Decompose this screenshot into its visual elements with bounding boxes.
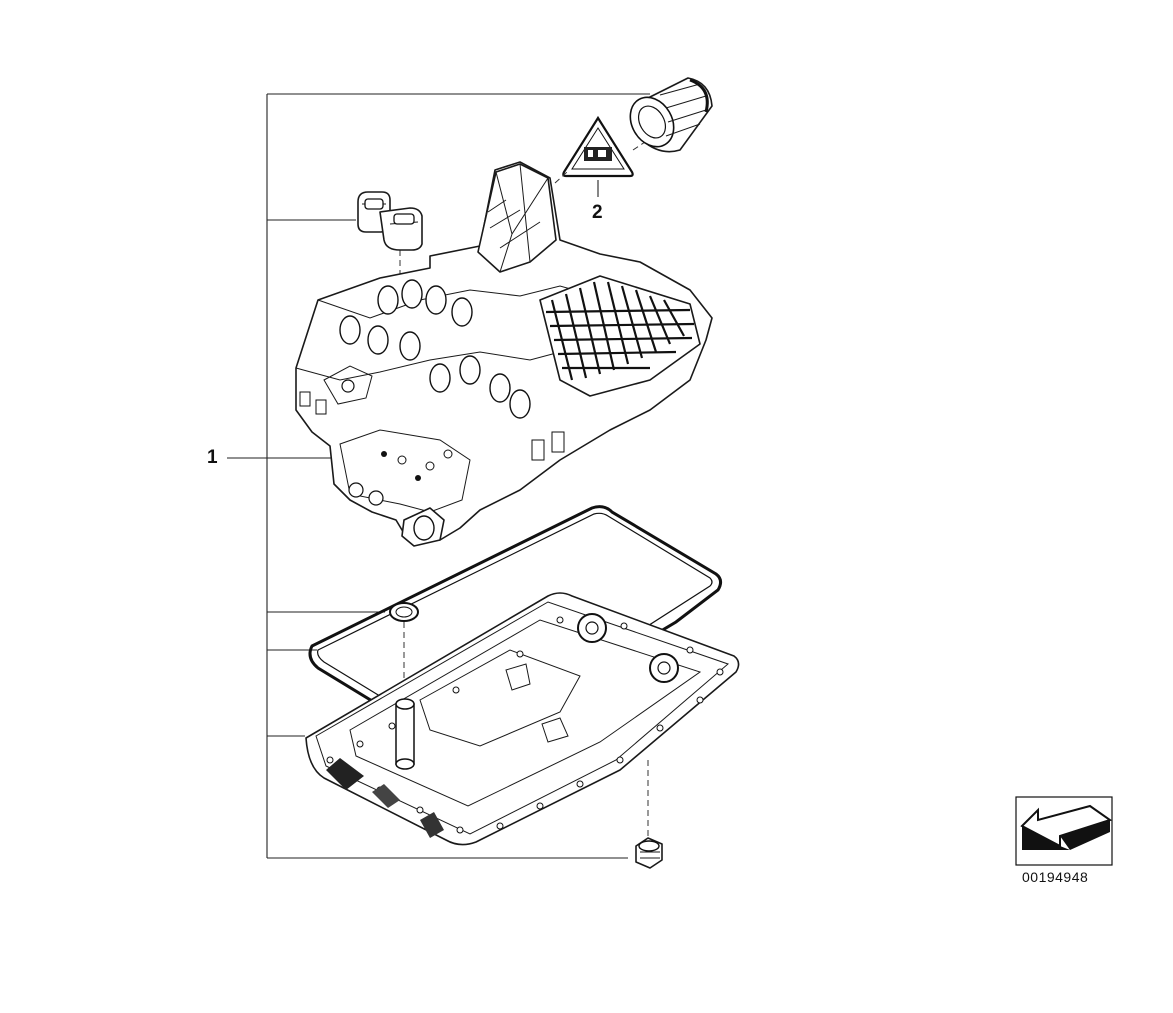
oil-drain-plug[interactable]	[635, 837, 663, 869]
callout-label-1: 1	[207, 447, 218, 468]
control-unit-grid	[539, 275, 701, 397]
oil-pan-gasket[interactable]	[308, 505, 723, 751]
document-number: 00194948	[1022, 869, 1088, 885]
oil-pan-with-filter[interactable]	[305, 592, 740, 846]
callout-label-2: 2	[592, 202, 603, 223]
assembly-bracket	[266, 93, 650, 859]
callout-2[interactable]: 2	[592, 180, 603, 223]
view-direction-arrow-icon	[1015, 796, 1113, 866]
seal-sleeves[interactable]	[357, 191, 423, 251]
callout-1[interactable]: 1	[207, 447, 340, 468]
mechatronic-valve-body[interactable]	[295, 161, 713, 547]
warning-triangle-icon	[562, 115, 634, 178]
sealing-ring[interactable]	[389, 602, 419, 700]
adapter-sleeve-connector[interactable]	[622, 77, 713, 155]
